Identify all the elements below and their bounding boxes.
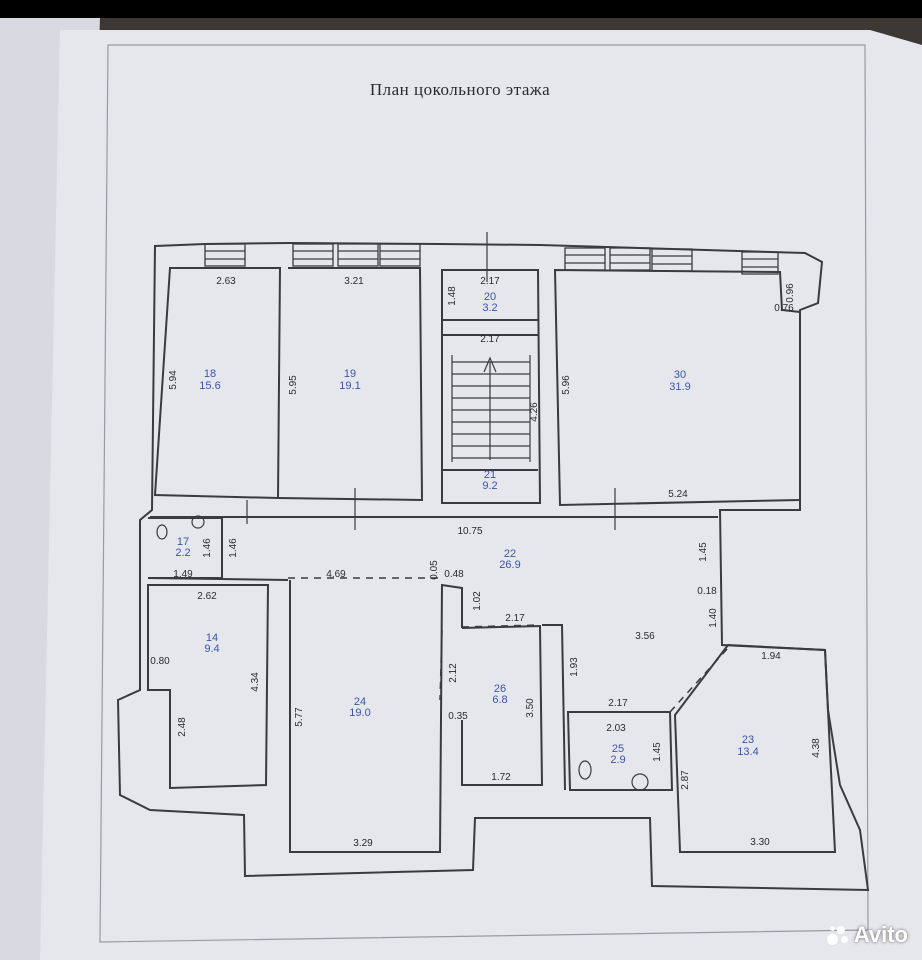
room-30-number: 30 — [674, 369, 686, 381]
avito-logo-icon — [826, 924, 849, 946]
dimension-label: 0.18 — [697, 586, 717, 597]
stair-outline — [441, 269, 542, 504]
room-25-number: 25 — [612, 743, 624, 755]
dimension-label: 5.94 — [168, 370, 179, 390]
dimension-label: 5.77 — [294, 707, 305, 727]
dimension-label: 1.49 — [173, 569, 193, 580]
room-30-area: 31.9 — [669, 381, 690, 393]
dimension-label: 0.80 — [150, 656, 170, 667]
dimension-label: 0.05 — [429, 560, 440, 580]
dimension-label: 1.45 — [698, 542, 709, 562]
dimension-label: 2.87 — [680, 770, 691, 790]
dimension-label: 2.12 — [448, 663, 459, 683]
dimension-label: 0.96 — [785, 283, 796, 303]
dimension-label: 2.17 — [505, 613, 525, 624]
dimension-label: 3.21 — [344, 276, 364, 287]
dimension-label: 1.45 — [652, 742, 663, 762]
dimension-label: 2.63 — [216, 276, 236, 287]
room-22-area: 26.9 — [499, 559, 520, 571]
room-23-area: 13.4 — [737, 746, 758, 758]
dimension-label: 5.96 — [561, 375, 572, 395]
room-23-outline — [673, 643, 837, 853]
dimension-label: 2.62 — [197, 591, 217, 602]
dimension-label: 3.30 — [750, 837, 770, 848]
room-30-outline — [553, 268, 801, 507]
dimension-label: 4.34 — [250, 672, 261, 692]
room-20-number: 20 — [484, 291, 496, 303]
room-19-area: 19.1 — [339, 380, 360, 392]
dimension-label: 4.69 — [326, 569, 346, 580]
room-21-area: 9.2 — [482, 480, 497, 492]
dimension-label: 4.38 — [811, 738, 822, 758]
room-26-outline — [461, 624, 544, 786]
dimension-label: 1.02 — [472, 591, 483, 611]
room-19-outline — [277, 267, 424, 502]
dimension-label: 1.46 — [228, 538, 239, 558]
dimension-label: 1.46 — [202, 538, 213, 558]
dimension-label: 2.17 — [608, 698, 628, 709]
room-19-number: 19 — [344, 368, 356, 380]
room-23-number: 23 — [742, 734, 754, 746]
dimension-label: 2.17 — [480, 276, 500, 287]
room-14-area: 9.4 — [204, 643, 219, 655]
dimension-label: 2.48 — [177, 717, 188, 737]
dimension-label: 10.75 — [457, 526, 482, 537]
dimension-label: 5.24 — [668, 489, 688, 500]
room-18-number: 18 — [204, 368, 216, 380]
room-24-area: 19.0 — [349, 707, 370, 719]
room-14-number: 14 — [206, 632, 218, 644]
room-24-outline — [289, 580, 463, 853]
dimension-label: 2.03 — [606, 723, 626, 734]
dimension-label: 2.17 — [480, 334, 500, 345]
room-17-area: 2.2 — [175, 547, 190, 559]
room-24-number: 24 — [354, 696, 366, 708]
dimension-label: 3.29 — [353, 838, 373, 849]
dimension-label: 1.40 — [708, 608, 719, 628]
dimension-label: 4.26 — [529, 402, 540, 422]
room-17-number: 17 — [177, 536, 189, 548]
dimension-label: 1.94 — [761, 651, 781, 662]
dimension-label: 3.50 — [525, 698, 536, 718]
room-17-outline — [148, 517, 223, 579]
room-25-outline — [566, 711, 674, 791]
dimension-label: 1.72 — [491, 772, 511, 783]
avito-watermark: Avito — [826, 922, 908, 948]
room-26-area: 6.8 — [492, 694, 507, 706]
dimension-label: 1.93 — [569, 657, 580, 677]
room-22-number: 22 — [504, 548, 516, 560]
dimension-label: 1.48 — [447, 286, 458, 306]
room-14-outline — [147, 584, 270, 790]
dimension-label: 0.76 — [774, 303, 794, 314]
room-26-number: 26 — [494, 683, 506, 695]
room-20-area: 3.2 — [482, 302, 497, 314]
dimension-label: 3.56 — [635, 631, 655, 642]
dimension-label: 0.48 — [444, 569, 464, 580]
page-title: План цокольного этажа — [369, 80, 551, 99]
dimension-label: 0.35 — [448, 711, 468, 722]
room-25-area: 2.9 — [610, 754, 625, 766]
room-18-area: 15.6 — [199, 380, 220, 392]
room-21-number: 21 — [484, 469, 496, 481]
watermark-text: Avito — [853, 922, 908, 947]
dimension-label: 5.95 — [288, 375, 299, 395]
